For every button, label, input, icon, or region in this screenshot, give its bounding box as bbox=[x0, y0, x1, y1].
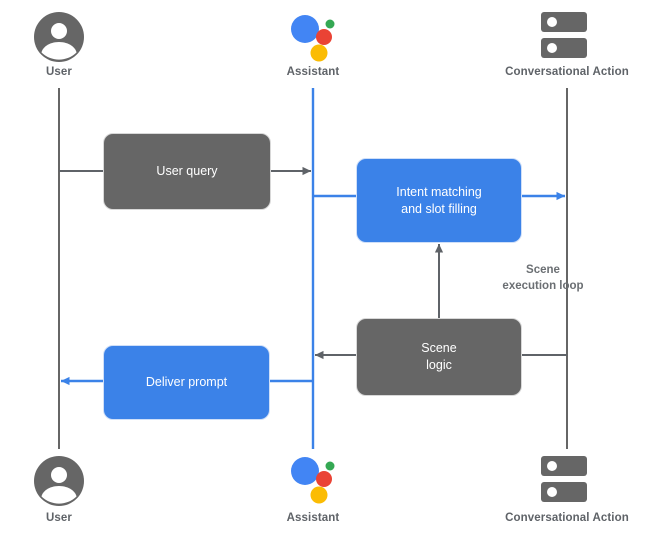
node-intent-matching-label-line1: Intent matching bbox=[396, 184, 482, 199]
node-user-query[interactable]: User query bbox=[103, 133, 271, 210]
actor-label-assistant-top: Assistant bbox=[286, 66, 340, 78]
actor-label-conversational-action-top: Conversational Action bbox=[505, 66, 629, 78]
server-icon bbox=[539, 10, 595, 69]
annotation-scene-execution-loop-line1: Scene bbox=[526, 264, 560, 276]
node-deliver-prompt-label: Deliver prompt bbox=[145, 375, 228, 390]
annotation-scene-execution-loop: Scene execution loop bbox=[453, 263, 633, 294]
actor-label-conversational-action-bottom: Conversational Action bbox=[505, 512, 629, 524]
annotation-scene-execution-loop-line2: execution loop bbox=[502, 279, 584, 292]
google-assistant-icon bbox=[288, 12, 338, 67]
node-intent-matching[interactable]: Intent matching and slot filling bbox=[356, 158, 522, 243]
node-intent-matching-label-line2: and slot filling bbox=[401, 201, 477, 216]
actor-label-user-bottom: User bbox=[46, 512, 72, 524]
actor-label-assistant-bottom: Assistant bbox=[286, 512, 340, 524]
node-scene-logic-label-line2: logic bbox=[426, 358, 452, 372]
server-icon bbox=[539, 454, 595, 513]
actor-label-user-top: User bbox=[46, 66, 72, 78]
node-scene-logic[interactable]: Scene logic bbox=[356, 318, 522, 396]
user-avatar-icon bbox=[34, 456, 84, 511]
node-deliver-prompt[interactable]: Deliver prompt bbox=[103, 345, 270, 420]
user-avatar-icon bbox=[34, 12, 84, 67]
node-user-query-label: User query bbox=[156, 164, 218, 179]
google-assistant-icon bbox=[288, 454, 338, 509]
node-scene-logic-label-line1: Scene bbox=[421, 341, 457, 356]
